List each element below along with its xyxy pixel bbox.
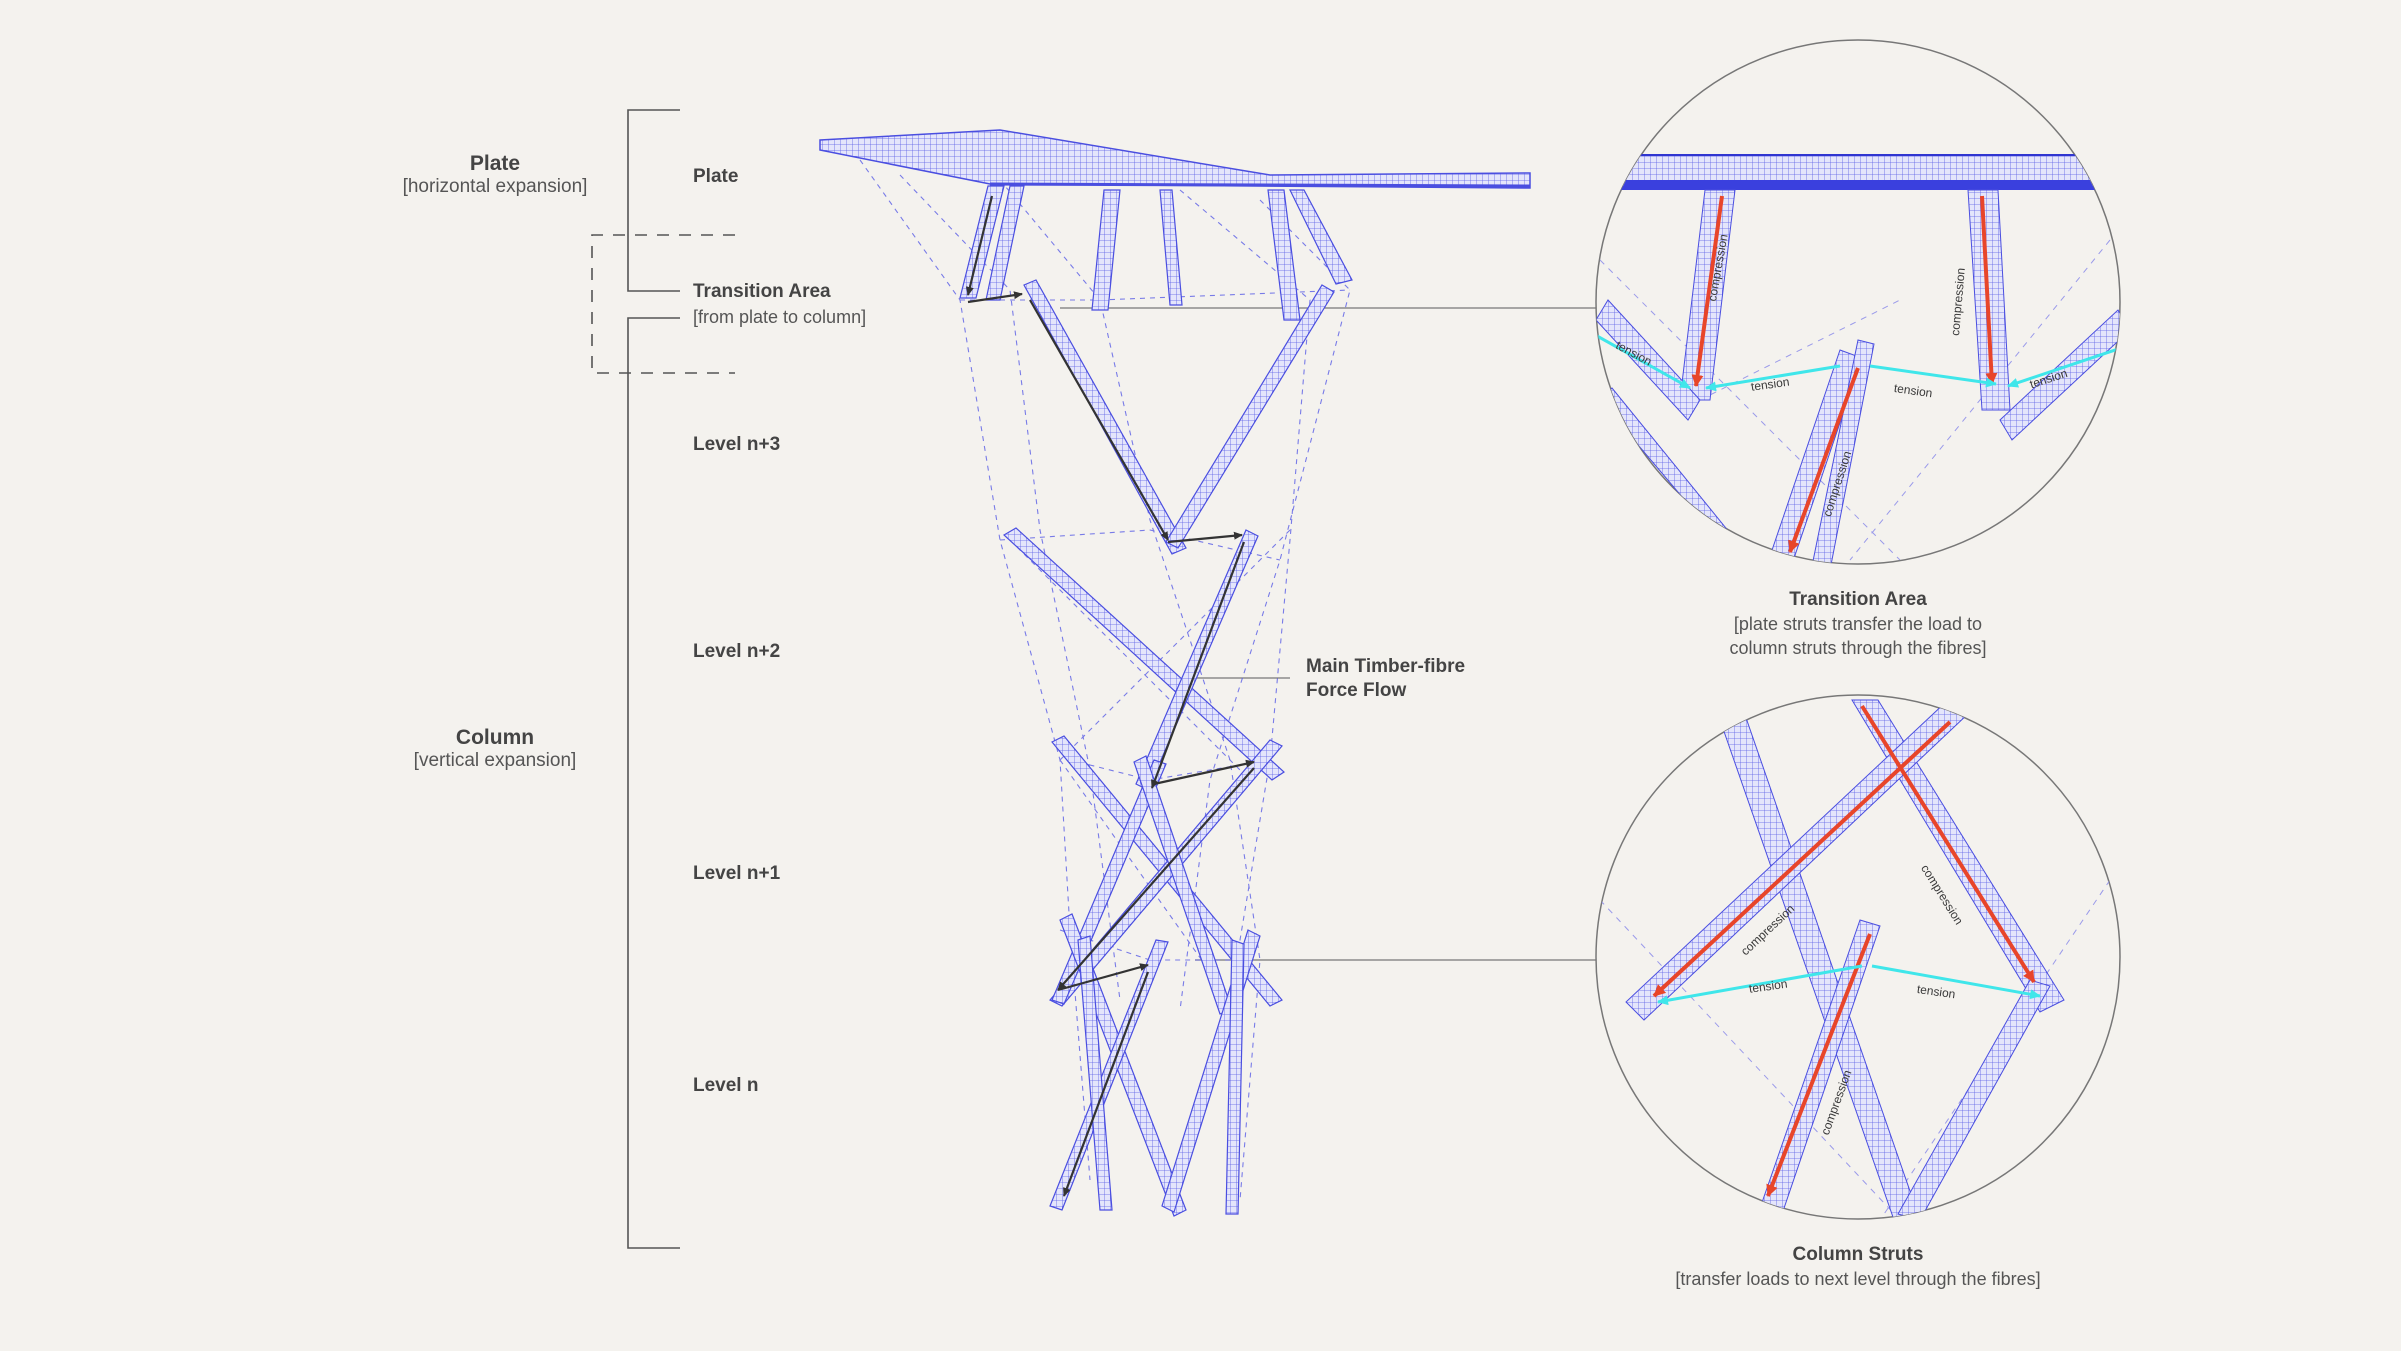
- plate-group: Plate [horizontal expansion]: [380, 152, 610, 198]
- column-group-subtitle: [vertical expansion]: [413, 750, 577, 771]
- level-n1: Level n+1: [693, 863, 781, 884]
- detail-bottom-caption: Column Struts [transfer loads to next le…: [1608, 1243, 2108, 1291]
- detail-bottom-title: Column Struts: [1792, 1244, 1924, 1265]
- main-force-flow-label: Main Timber-fibre Force Flow: [1306, 655, 1465, 703]
- plate-bracket: [627, 109, 680, 292]
- detail-top-line2: column struts through the fibres]: [1729, 638, 1987, 658]
- leader-lines: [1060, 307, 1598, 961]
- detail-top-title: Transition Area: [1789, 589, 1927, 610]
- level-transition-title: Transition Area: [693, 281, 831, 302]
- column-bracket: [627, 317, 680, 1249]
- plate-group-title: Plate: [469, 152, 521, 175]
- detail-top-line1: [plate struts transfer the load to: [1733, 614, 1983, 634]
- detail-circle-column: [1595, 694, 2121, 1220]
- detail-top-caption: Transition Area [plate struts transfer t…: [1658, 588, 2058, 660]
- level-n2: Level n+2: [693, 641, 781, 662]
- plate-group-subtitle: [horizontal expansion]: [402, 176, 588, 197]
- tension-ties: [859, 159, 1351, 1201]
- detail-bottom-line1: [transfer loads to next level through th…: [1675, 1269, 2041, 1289]
- level-n3: Level n+3: [693, 434, 781, 455]
- plate-struts: [959, 185, 1353, 321]
- main-force-flow-line2: Force Flow: [1306, 680, 1407, 701]
- left-brackets: [591, 109, 735, 1249]
- column-group: Column [vertical expansion]: [380, 726, 610, 772]
- detail-circle-transition: [1595, 39, 2121, 565]
- plate-slab: [819, 129, 1531, 189]
- column-group-title: Column: [455, 726, 535, 749]
- main-force-flow-line1: Main Timber-fibre: [1306, 656, 1466, 677]
- force-flow-arrows: [965, 195, 1255, 1197]
- column-struts: [1002, 279, 1335, 1217]
- transition-dashed-bracket: [591, 234, 735, 374]
- level-transition-subtitle: [from plate to column]: [693, 307, 867, 327]
- level-n0: Level n: [693, 1075, 759, 1096]
- level-plate: Plate: [693, 166, 739, 187]
